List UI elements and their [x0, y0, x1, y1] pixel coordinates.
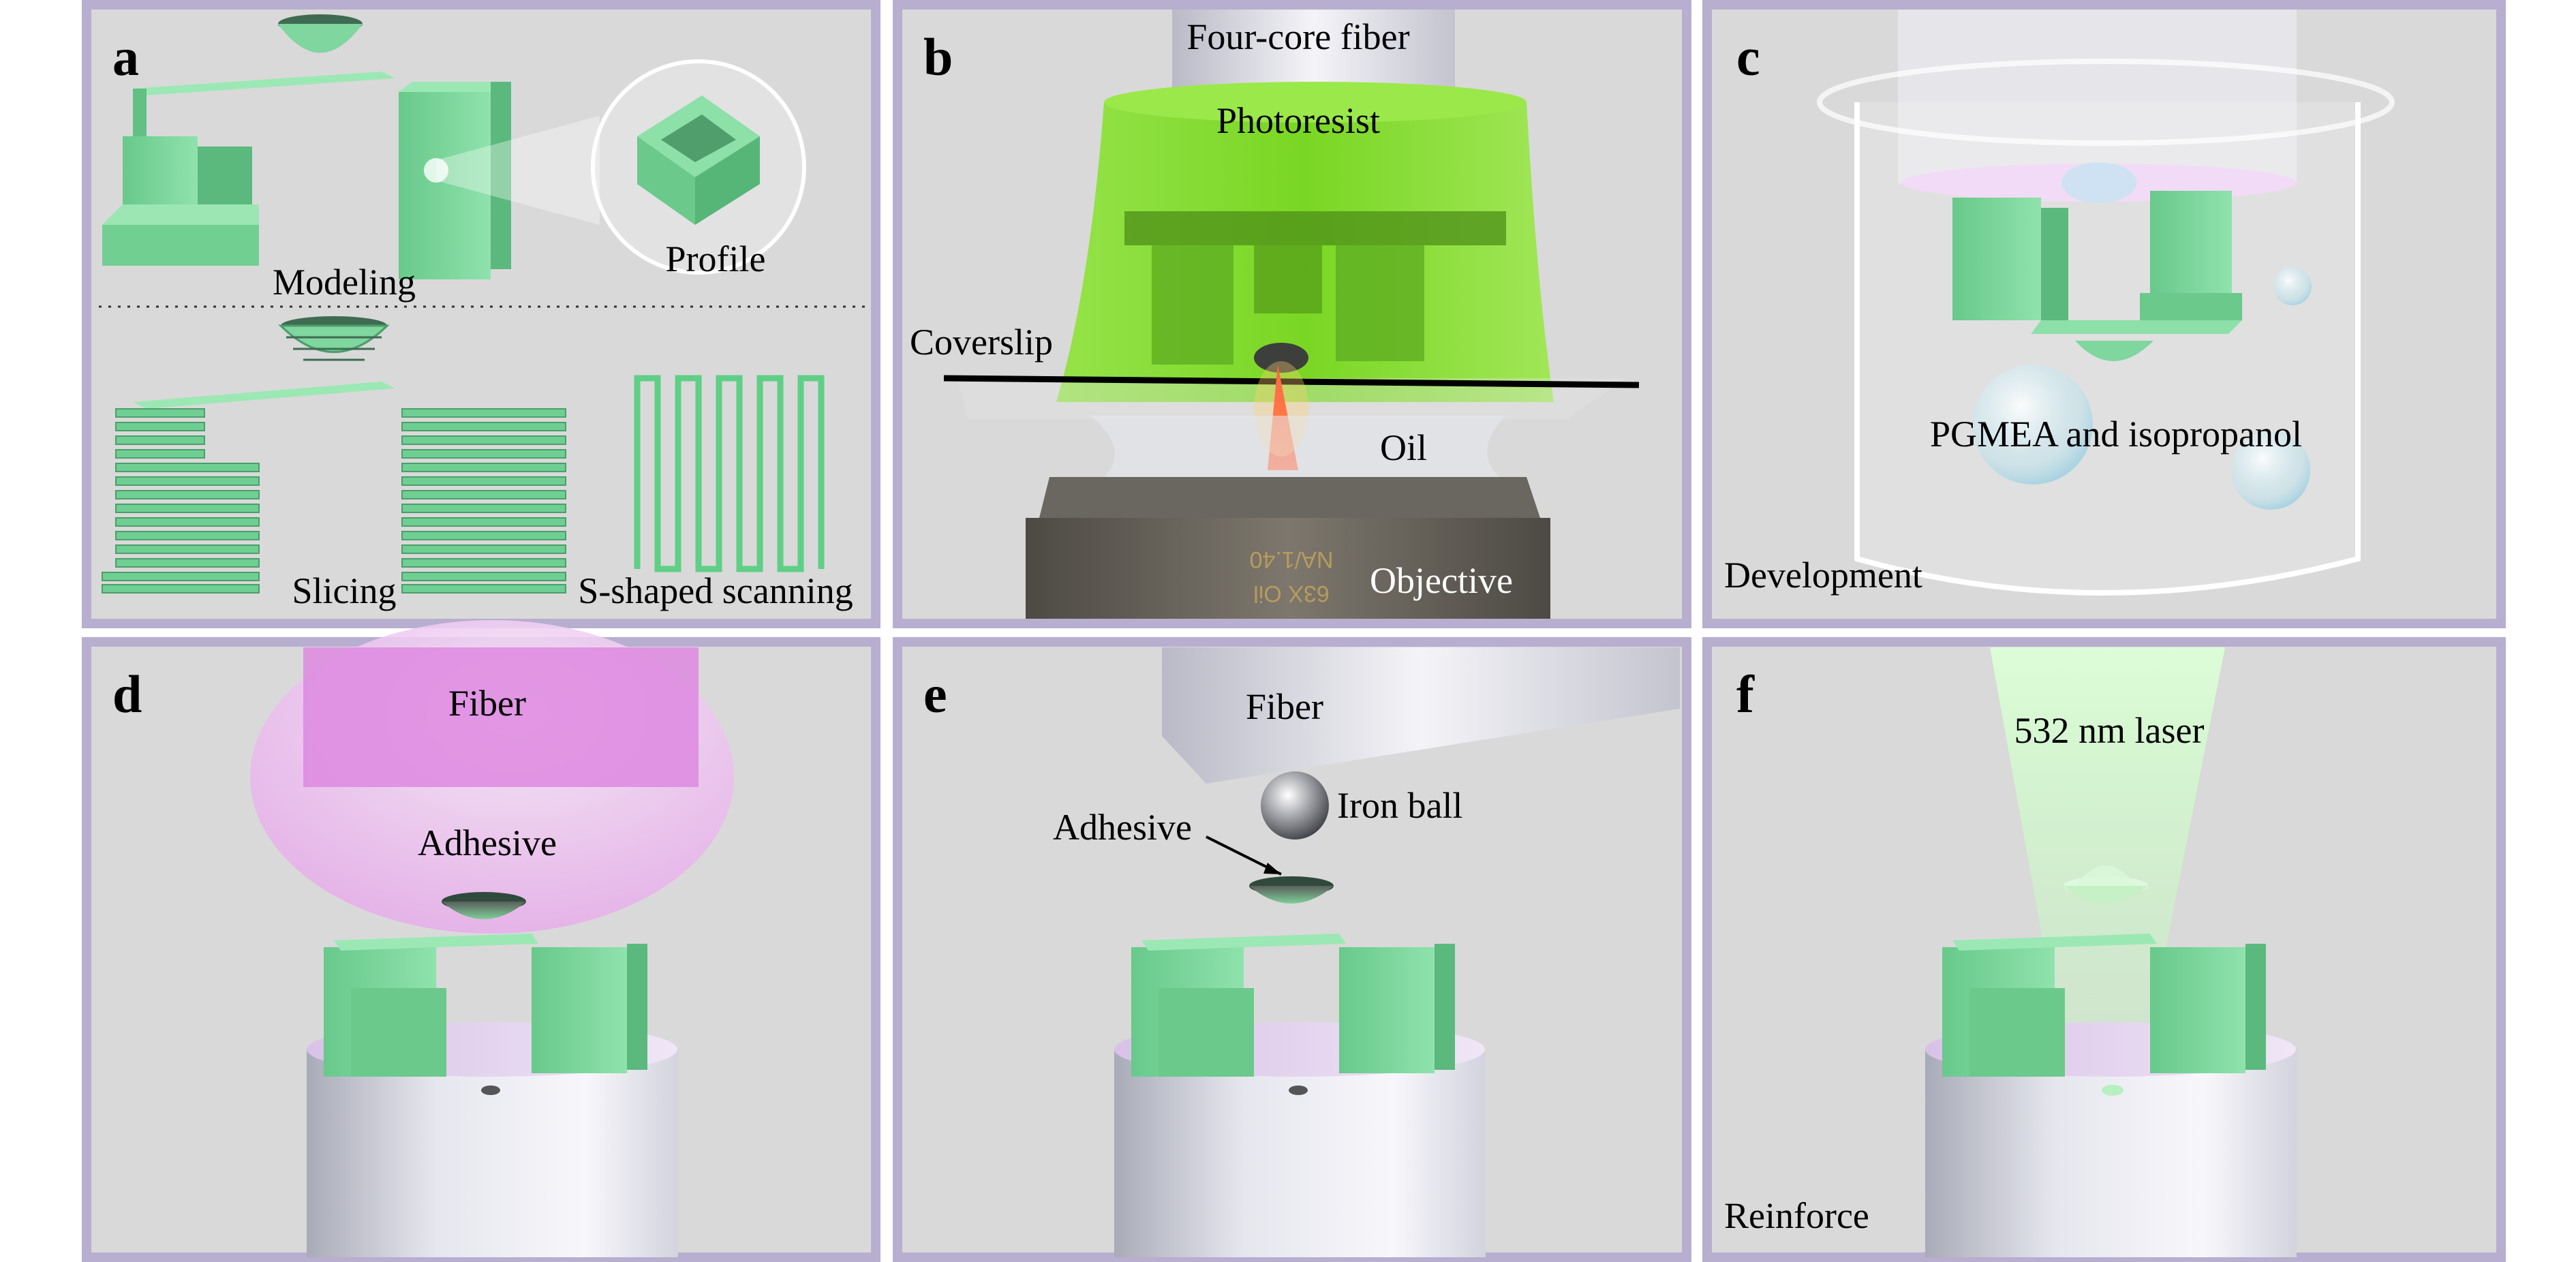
bubble-small [2273, 267, 2312, 305]
solution-label: PGMEA and isopropanol [1930, 414, 2302, 455]
panel-b-label: b [923, 27, 953, 87]
slicing-caption: Slicing [292, 570, 396, 611]
adhesive-d-label: Adhesive [418, 822, 557, 863]
lens-cup [278, 14, 363, 53]
oil-drop [1090, 416, 1506, 477]
reinforce-label: Reinforce [1724, 1195, 1869, 1236]
sliced-cup [278, 316, 390, 361]
modeling-caption: Modeling [273, 262, 416, 303]
iron-ball [1261, 771, 1329, 840]
panel-e-label: e [923, 664, 947, 724]
fiber-e-label: Fiber [1246, 686, 1323, 727]
coverslip-edge [943, 375, 1640, 388]
panel-f-label: f [1736, 664, 1755, 724]
four-core-fiber-label: Four-core fiber [1186, 16, 1409, 57]
structure-e [1131, 934, 1455, 1077]
beaker-rim [1817, 59, 2395, 146]
objective-engraving-mag: 63X Oil [1253, 581, 1330, 606]
adhesive-arrowhead [1263, 863, 1281, 874]
panel-d-label: d [112, 664, 142, 724]
panel-a: a Profile Mod [82, 0, 880, 628]
sliced-block [401, 408, 566, 594]
panel-c-label: c [1736, 27, 1760, 87]
profile-caption: Profile [666, 238, 766, 279]
fiber-in-beaker [1898, 10, 2297, 183]
photoresist-label: Photoresist [1216, 100, 1380, 141]
coverslip-plane [957, 378, 1625, 419]
laser-label: 532 nm laser [2014, 710, 2205, 751]
bubble-medium [2231, 431, 2310, 510]
objective-body [1026, 518, 1550, 619]
bubble-top [2061, 162, 2136, 203]
panel-d: d Fiber Adhesive [82, 620, 880, 1262]
photoresist-top [1104, 82, 1527, 123]
profile-block [399, 82, 600, 279]
objective-collar [1039, 477, 1540, 518]
s-scan-path [634, 375, 825, 572]
fiber-e [1162, 647, 1680, 784]
development-label: Development [1724, 555, 1922, 596]
panel-e: e Fiber Iron ball Adhesive [893, 637, 1691, 1262]
lens-cup-d [442, 892, 526, 919]
lens-cup-f [2064, 865, 2148, 904]
oil-label: Oil [1380, 427, 1427, 468]
coverslip-label: Coverslip [910, 322, 1053, 363]
stage-model [102, 72, 395, 266]
panel-b: NA/1.40 63X Oil b Four-core fiber Photor… [893, 0, 1691, 628]
panel-c: c PGMEA and isopropanol Development [1702, 0, 2506, 628]
objective-engraving-na: NA/1.40 [1250, 547, 1334, 572]
panel-a-label: a [112, 27, 139, 87]
magnifier-bubble [591, 59, 806, 275]
iron-ball-label: Iron ball [1337, 785, 1462, 826]
panel-f: f 532 nm laser Reinforce [1702, 637, 2506, 1262]
sliced-stage [102, 382, 395, 594]
adhesive-e-label: Adhesive [1053, 807, 1192, 848]
objective-label: Objective [1370, 560, 1513, 601]
structure-d [324, 934, 647, 1077]
fiber-d [303, 647, 699, 787]
scanning-caption: S-shaped scanning [578, 570, 853, 611]
structure-f [1942, 934, 2266, 1077]
developed-structure [1952, 191, 2242, 361]
printed-structure [1124, 211, 1506, 373]
bubble-large [1973, 365, 2093, 484]
fiber-d-label: Fiber [448, 683, 526, 724]
lens-cup-e [1249, 876, 1334, 904]
